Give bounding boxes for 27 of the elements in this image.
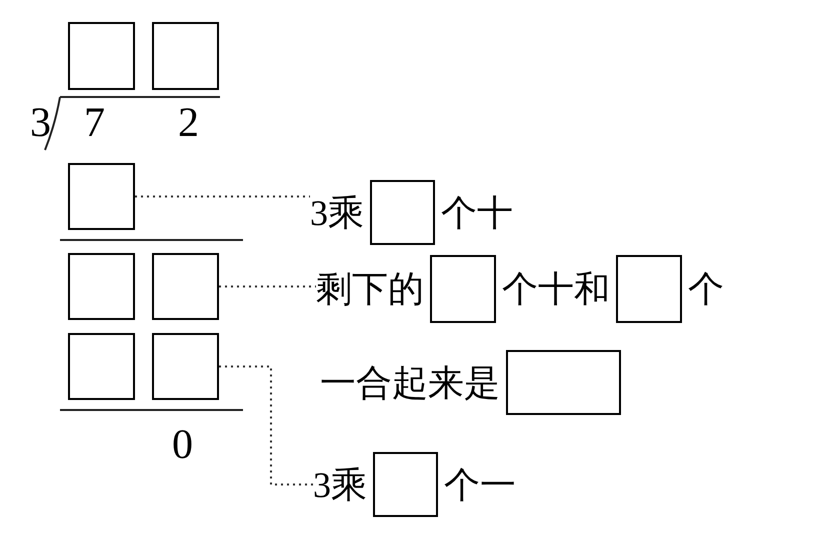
answer-box [373,452,438,517]
prompt-text: 3乘 [313,466,367,502]
prompt-text: 个十和 [502,271,610,307]
answer-box [616,255,682,323]
prompt-text: 个十 [441,194,513,230]
digit-label: 2 [178,102,199,144]
leader-line [219,366,313,486]
answer-box [68,22,135,90]
answer-box [152,333,219,400]
prompt-text: 3乘 [310,194,364,230]
digit-label: 3 [30,102,51,144]
answer-box [506,350,621,415]
answer-box [68,253,135,320]
leader-line [219,286,316,288]
prompt-text: 个一 [444,466,516,502]
prompt-text: 剩下的 [316,271,424,307]
answer-box [68,163,135,230]
answer-box [152,22,219,90]
digit-label: 7 [84,102,105,144]
leader-line [135,196,310,198]
answer-box [152,253,219,320]
prompt-text: 一合起来是 [320,364,500,400]
prompt-text: 个 [688,271,724,307]
answer-box [430,255,496,323]
answer-box [370,180,435,245]
digit-label: 0 [172,424,193,466]
answer-box [68,333,135,400]
